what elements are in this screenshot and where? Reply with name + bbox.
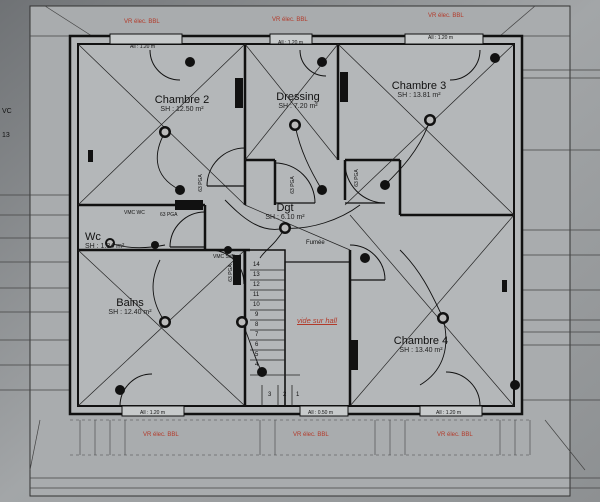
vr-label: VR élec. BBL: [143, 432, 179, 438]
stair-step-number: 3: [268, 392, 272, 398]
vmc-wc-label: VMC WC: [124, 210, 145, 216]
margin-text: VC: [2, 108, 12, 115]
stair-step-number: 9: [255, 312, 259, 318]
door-label: 63 PGA: [160, 212, 178, 218]
vr-label: VR élec. BBL: [293, 432, 329, 438]
window-height: All : 1.20 m: [140, 410, 166, 416]
vr-label: VR élec. BBL: [437, 432, 473, 438]
room-label-dgt: Dgt SH : 6.10 m²: [260, 202, 310, 221]
room-area: SH : 12.40 m²: [108, 309, 152, 316]
stair-step-number: 7: [255, 332, 259, 338]
room-area: SH : 12.50 m²: [160, 106, 204, 113]
vr-label: VR élec. BBL: [272, 17, 308, 23]
room-name: Chambre 3: [391, 80, 447, 92]
room-label-wc: Wc SH : 1.84 m²: [85, 231, 135, 250]
room-name: Chambre 2: [154, 94, 210, 106]
room-name: Wc: [85, 231, 101, 243]
stair-step-number: 14: [253, 262, 260, 268]
room-area: SH : 1.84 m²: [85, 243, 125, 250]
stair-step-number: 10: [253, 302, 260, 308]
door-label: 63 PGA: [227, 264, 234, 282]
stair-step-number: 11: [253, 292, 260, 298]
void-label: vide sur hall: [297, 316, 338, 325]
window-height: All : 0.50 m: [308, 410, 334, 416]
door-label: 63 PGA: [289, 176, 296, 194]
room-label-chambre2: Chambre 2 SH : 12.50 m²: [150, 94, 214, 113]
door-label: 63 PGA: [353, 169, 360, 187]
room-name: Dgt: [276, 202, 294, 214]
room-name: Chambre 4: [393, 335, 449, 347]
stair-step-number: 13: [253, 272, 260, 278]
room-name: Bains: [116, 297, 144, 309]
window-height: All : 1.20 m: [130, 44, 156, 50]
stair-step-number: 8: [255, 322, 259, 328]
vr-label: VR élec. BBL: [428, 13, 464, 19]
stair-step-number: 6: [255, 342, 259, 348]
smoke-detector-label: Fumée: [306, 240, 325, 246]
room-label-chambre4: Chambre 4 SH : 13.40 m²: [388, 335, 454, 354]
window-height: All : 1.20 m: [428, 35, 454, 41]
room-area: SH : 13.81 m²: [397, 92, 441, 99]
room-area: SH : 13.40 m²: [399, 347, 443, 354]
stair-step-number: 2: [283, 392, 287, 398]
room-label-chambre3: Chambre 3 SH : 13.81 m²: [386, 80, 452, 99]
room-label-bains: Bains SH : 12.40 m²: [100, 297, 160, 316]
window-height: All : 1.20 m: [278, 40, 304, 46]
stair-step-number: 12: [253, 282, 260, 288]
stair-step-number: 5: [255, 352, 259, 358]
window-height: All : 1.20 m: [436, 410, 462, 416]
room-area: SH : 6.10 m²: [265, 214, 305, 221]
door-label: 63 PGA: [197, 174, 204, 192]
margin-text: 13: [2, 132, 10, 139]
vmc-sdb-label: VMC SdB: [213, 254, 235, 260]
room-name: Dressing: [276, 91, 320, 103]
room-area: SH : 7.20 m²: [278, 103, 318, 110]
vr-label: VR élec. BBL: [124, 19, 160, 25]
stair-step-number: 4: [255, 362, 259, 368]
stair-step-number: 1: [296, 392, 300, 398]
room-label-dressing: Dressing SH : 7.20 m²: [268, 91, 328, 110]
